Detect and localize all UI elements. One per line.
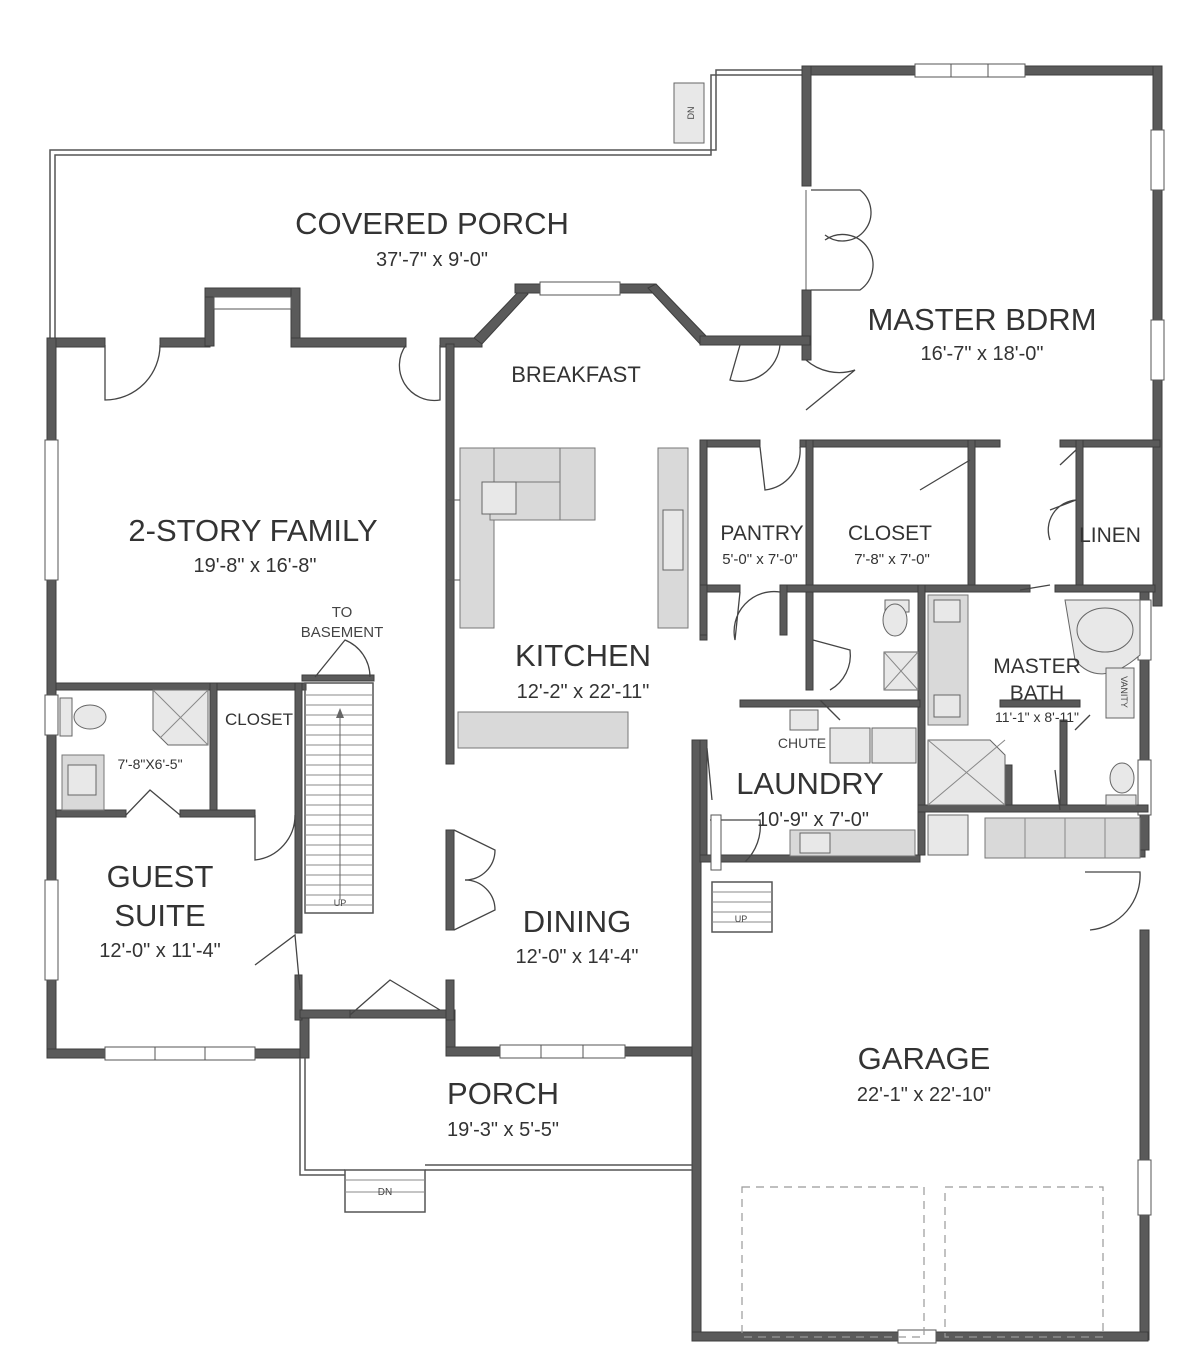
to-basement-1: TO xyxy=(332,604,353,621)
pantry-dim: 5'-0" x 7'-0" xyxy=(722,551,798,568)
garage-stair-up-label: UP xyxy=(735,914,748,924)
pantry-name: PANTRY xyxy=(720,522,803,545)
guest-suite-name-1: GUEST xyxy=(107,859,214,894)
master-bdrm-dim: 16'-7" x 18'-0" xyxy=(920,343,1043,365)
covered-porch-outline: DN xyxy=(49,69,808,340)
porch-dim: 19'-3" x 5'-5" xyxy=(447,1119,559,1141)
breakfast-name: BREAKFAST xyxy=(511,362,641,387)
closet-master-name: CLOSET xyxy=(848,522,932,545)
room-labels: COVERED PORCH 37'-7" x 9'-0" MASTER BDRM… xyxy=(99,206,1141,1198)
garage-door-outlines xyxy=(741,1186,1104,1338)
dining-name: DINING xyxy=(523,904,632,939)
to-basement-2: BASEMENT xyxy=(301,624,384,641)
chute-label: CHUTE xyxy=(778,735,826,751)
stairs xyxy=(304,682,773,1213)
kitchen-name: KITCHEN xyxy=(515,638,651,673)
guest-suite-name-2: SUITE xyxy=(114,898,205,933)
covered-porch-dim: 37'-7" x 9'-0" xyxy=(376,249,488,271)
kitchen-dim: 12'-2" x 22'-11" xyxy=(517,681,650,703)
family-name: 2-STORY FAMILY xyxy=(128,513,377,548)
porch-name: PORCH xyxy=(447,1076,559,1111)
dining-dim: 12'-0" x 14'-4" xyxy=(515,946,638,968)
stair-up-label: UP xyxy=(334,898,347,908)
guest-bath-dim: 7'-8"X6'-5" xyxy=(117,756,182,772)
laundry-dim: 10'-9" x 7'-0" xyxy=(757,809,869,831)
windows xyxy=(44,63,1165,1344)
fixtures xyxy=(59,594,1141,871)
family-dim: 19'-8" x 16'-8" xyxy=(193,555,316,577)
dn-label-covered: DN xyxy=(686,107,696,120)
master-bath-name-1: MASTER xyxy=(993,655,1081,678)
garage-dim: 22'-1" x 22'-10" xyxy=(857,1084,991,1106)
covered-porch-name: COVERED PORCH xyxy=(295,206,569,241)
guest-suite-dim: 12'-0" x 11'-4" xyxy=(99,940,221,962)
laundry-name: LAUNDRY xyxy=(736,766,884,801)
master-bdrm-name: MASTER BDRM xyxy=(867,302,1096,337)
closet-guest-name: CLOSET xyxy=(225,710,293,729)
doors xyxy=(104,189,1141,1016)
interior-walls xyxy=(55,343,1161,1021)
linen-name: LINEN xyxy=(1079,524,1141,547)
porch-outline xyxy=(299,1058,692,1176)
porch-dn-label: DN xyxy=(378,1187,392,1198)
garage-name: GARAGE xyxy=(858,1041,991,1076)
master-bath-name-2: BATH xyxy=(1010,682,1064,705)
vanity-label: VANITY xyxy=(1119,676,1129,708)
closet-master-dim: 7'-8" x 7'-0" xyxy=(854,551,930,568)
kitchen-counters xyxy=(446,447,689,749)
master-bath-dim: 11'-1" x 8'-11" xyxy=(995,709,1079,725)
